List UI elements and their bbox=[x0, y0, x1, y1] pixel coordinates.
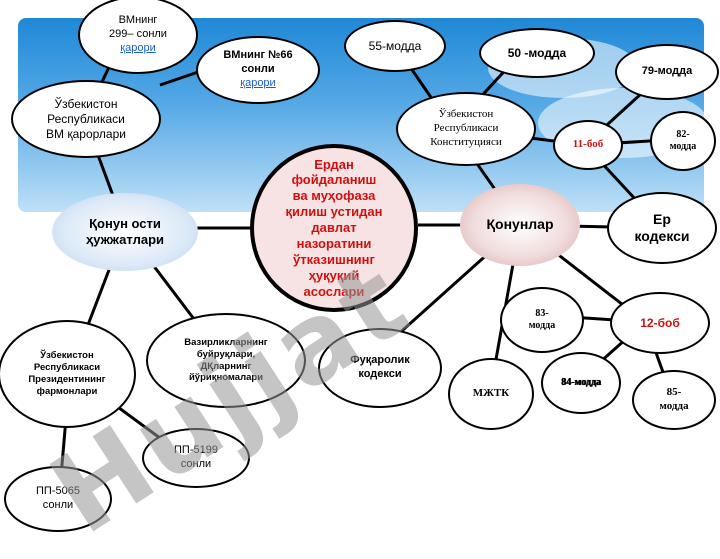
qonun-osti-text: Қонун ости ҳужжатлари bbox=[86, 216, 164, 249]
modda-82-text: 82- модда bbox=[670, 129, 697, 154]
node-text-line: Ўзбекистон bbox=[54, 96, 118, 111]
node-text-line: 84-модда bbox=[561, 376, 601, 388]
bob-11-node[interactable]: 11-боб bbox=[553, 120, 623, 170]
node-text-line: Фуқаролик bbox=[350, 354, 410, 367]
node-text-line: фойдаланиш bbox=[291, 172, 377, 188]
node-text-line: Ердан bbox=[314, 156, 354, 172]
node-text-line: Республикаси bbox=[47, 111, 125, 126]
node-text-line: қилиш устидан bbox=[285, 204, 383, 220]
node-text-line: 85- bbox=[666, 386, 682, 399]
node-text-line: давлат bbox=[311, 220, 357, 236]
prezident-farmonlari-text: Ўзбекистон Республикаси Президентининг ф… bbox=[28, 350, 105, 398]
konstitutsiya-node[interactable]: Ўзбекистон Республикаси Конституцияси bbox=[396, 92, 536, 166]
node-text-line: фармонлари bbox=[36, 385, 98, 397]
vm-299-text: ВМнинг 299– сонли қарори bbox=[109, 14, 167, 55]
vm-qarorlari-node[interactable]: Ўзбекистон Республикаси ВМ қарорлари bbox=[11, 80, 161, 158]
node-text-line: асослари bbox=[303, 283, 365, 299]
node-text-line: кодекси bbox=[358, 368, 402, 380]
pp-5065-text: ПП-5065 сонли bbox=[36, 485, 80, 513]
vm-299-node[interactable]: ВМнинг 299– сонли қарори bbox=[78, 0, 198, 74]
node-text-line: 82- bbox=[676, 128, 690, 140]
node-text-line: Қонун ости bbox=[89, 215, 161, 231]
node-text-line: Президентининг bbox=[28, 374, 106, 385]
node-text-line: сонли bbox=[180, 458, 212, 470]
node-text-line: ВМнинг bbox=[118, 14, 158, 27]
pp-5199-node[interactable]: ПП-5199 сонли bbox=[142, 428, 250, 488]
bob-12-node[interactable]: 12-боб bbox=[610, 292, 710, 354]
node-text-line: сонли bbox=[42, 499, 74, 511]
prezident-farmonlari-node[interactable]: Ўзбекистон Республикаси Президентининг ф… bbox=[0, 320, 136, 428]
node-text-line: 299– сонли bbox=[109, 28, 167, 41]
modda-85-text: 85- модда bbox=[659, 386, 688, 414]
node-text-line: модда bbox=[659, 400, 689, 412]
node-text-line: Ўзбекистон bbox=[438, 108, 494, 121]
modda-84-node[interactable]: 84-модда bbox=[541, 352, 621, 414]
node-text-line: 79-модда bbox=[641, 65, 693, 78]
node-text-line: ПП-5199 bbox=[174, 444, 218, 457]
qarori-link[interactable]: қарори bbox=[120, 41, 156, 54]
qarori-link[interactable]: қарори bbox=[240, 76, 276, 89]
vazirliklar-node[interactable]: Вазирликларнинг буйруқлари, ДҚларнинг йў… bbox=[146, 313, 306, 408]
node-text-line: Қонунлар bbox=[486, 216, 554, 233]
vm-qarorlari-text: Ўзбекистон Республикаси ВМ қарорлари bbox=[46, 97, 126, 142]
qonun-osti-node[interactable]: Қонун ости ҳужжатлари bbox=[52, 193, 198, 271]
node-text-line: 83- bbox=[535, 307, 549, 319]
modda-83-text: 83- модда bbox=[529, 308, 556, 333]
node-text-line: 12-боб bbox=[640, 315, 680, 330]
node-text-line: модда bbox=[528, 320, 556, 331]
node-text-line: Ўзбекистон bbox=[40, 350, 94, 362]
node-text-line: сонли bbox=[241, 63, 275, 76]
node-text-line: Конституцияси bbox=[430, 135, 502, 148]
node-text-line: Республикаси bbox=[33, 362, 101, 374]
yer-kodeksi-node[interactable]: Ер кодекси bbox=[607, 192, 717, 264]
mjtk-node[interactable]: МЖТК bbox=[448, 358, 534, 430]
modda-82-node[interactable]: 82- модда bbox=[650, 111, 716, 171]
node-text-line: Вазирликларнинг bbox=[184, 336, 268, 348]
node-text-line: буйруқлари, bbox=[196, 348, 256, 360]
modda-83-node[interactable]: 83- модда bbox=[500, 287, 584, 353]
center-text: Ердан фойдаланиш ва муҳофаза қилиш устид… bbox=[285, 157, 382, 300]
node-text-line: ПП-5065 bbox=[36, 485, 80, 498]
modda-85-node[interactable]: 85- модда bbox=[632, 370, 716, 430]
vm-66-node[interactable]: ВМнинг №66 сонли қарори bbox=[196, 36, 320, 104]
node-text-line: 55-модда bbox=[368, 38, 422, 53]
node-text-line: назоратини bbox=[296, 235, 372, 251]
modda-50-node[interactable]: 50 -модда bbox=[479, 28, 595, 78]
node-text-line: ўтказишнинг bbox=[293, 251, 375, 267]
node-text-line: ҳуқуқий bbox=[308, 267, 360, 283]
node-text-line: йўриқномалари bbox=[188, 372, 264, 384]
modda-55-node[interactable]: 55-модда bbox=[344, 20, 446, 72]
vazirliklar-text: Вазирликларнинг буйруқлари, ДҚларнинг йў… bbox=[184, 337, 268, 385]
node-text-line: кодекси bbox=[634, 228, 690, 244]
fuqarolik-kodeksi-text: Фуқаролик кодекси bbox=[350, 354, 410, 382]
node-text-line: Республикаси bbox=[433, 122, 499, 135]
modda-79-node[interactable]: 79-модда bbox=[615, 44, 719, 100]
konstitutsiya-text: Ўзбекистон Республикаси Конституцияси bbox=[430, 108, 502, 149]
node-text-line: Ер bbox=[653, 210, 671, 227]
yer-kodeksi-text: Ер кодекси bbox=[634, 211, 689, 246]
fuqarolik-kodeksi-node[interactable]: Фуқаролик кодекси bbox=[318, 328, 442, 408]
node-text-line: ВМнинг №66 bbox=[223, 49, 293, 62]
node-text-line: МЖТК bbox=[472, 387, 510, 400]
node-text-line: ва муҳофаза bbox=[292, 188, 376, 204]
pp-5065-node[interactable]: ПП-5065 сонли bbox=[4, 466, 112, 532]
node-text-line: ҳужжатлари bbox=[85, 232, 165, 247]
node-text-line: ВМ қарорлари bbox=[46, 126, 126, 141]
node-text-line: 50 -модда bbox=[507, 45, 567, 60]
pp-5199-text: ПП-5199 сонли bbox=[174, 444, 218, 472]
node-text-line: модда bbox=[669, 141, 697, 152]
vm-66-text: ВМнинг №66 сонли қарори bbox=[223, 49, 292, 90]
center-node[interactable]: Ердан фойдаланиш ва муҳофаза қилиш устид… bbox=[250, 144, 418, 312]
node-text-line: 11-боб bbox=[572, 138, 604, 151]
node-text-line: ДҚларнинг bbox=[200, 360, 252, 372]
qonunlar-node[interactable]: Қонунлар bbox=[460, 184, 580, 266]
